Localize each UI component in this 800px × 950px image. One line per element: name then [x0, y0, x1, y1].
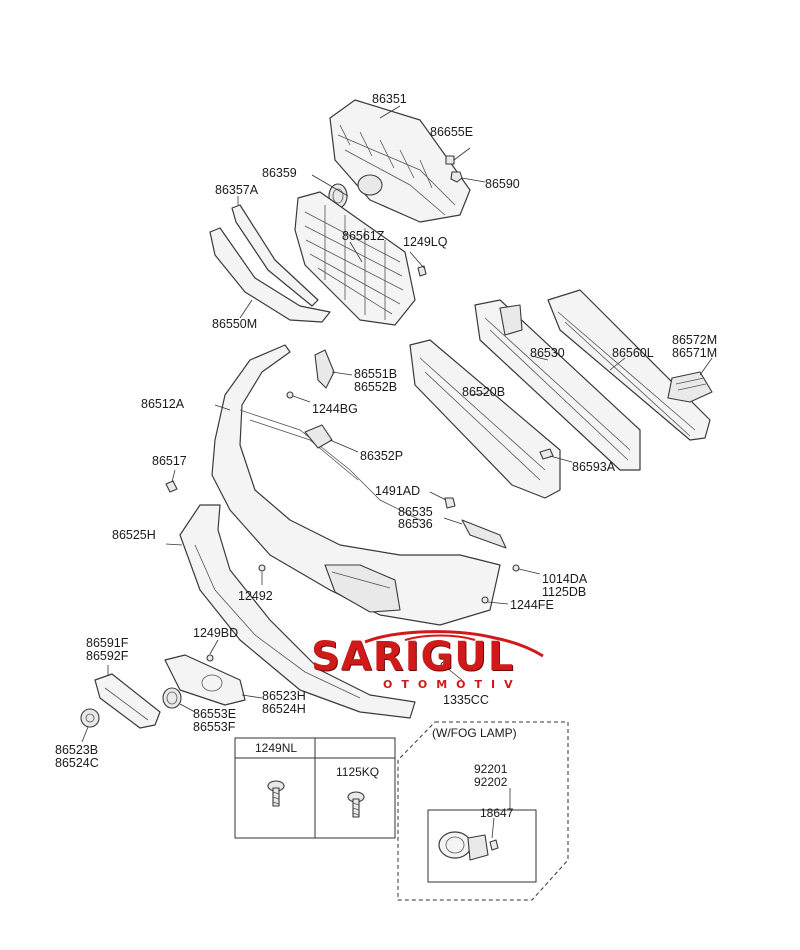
part-label-1014da: 1014DA — [542, 572, 588, 586]
part-label-86520b: 86520B — [462, 385, 506, 399]
part-label-1249lq: 1249LQ — [403, 235, 448, 249]
fog-lamp-cover — [164, 654, 263, 706]
bumper-back-beam — [474, 299, 641, 471]
part-label-86592f: 86592F — [86, 649, 129, 663]
fog-lamp-part-92201: 92201 — [474, 762, 508, 776]
radiator-grille — [294, 191, 427, 326]
part-label-86591f: 86591F — [86, 636, 129, 650]
part-label-86550m: 86550M — [212, 317, 258, 331]
part-label-86523h: 86523H — [262, 689, 306, 703]
fastener-col-1249nl: 1249NL — [255, 741, 298, 755]
upper-grille-housing — [329, 99, 471, 223]
fastener-col-1125kq: 1125KQ — [336, 765, 380, 779]
screw-1125kq-icon — [347, 791, 365, 818]
retainer-parts — [429, 491, 507, 549]
part-label-86572m: 86572M — [672, 333, 718, 347]
grille-clips — [311, 105, 486, 197]
part-label-86536: 86536 — [398, 517, 433, 531]
bumper-lower-lip — [165, 504, 416, 719]
part-label-86551b: 86551B — [354, 367, 398, 381]
watermark-logo: SARIGUL OTOMOTIV — [305, 628, 555, 700]
fog-lamp-box-title: (W/FOG LAMP) — [432, 726, 517, 740]
bolt-1249nl-icon — [267, 780, 285, 807]
part-label-86590: 86590 — [485, 177, 520, 191]
watermark-brand: SARIGUL — [311, 634, 515, 680]
part-label-86535: 86535 — [398, 505, 433, 519]
bumper-support-bracket — [547, 289, 711, 441]
fog-lamp-icon — [438, 817, 499, 861]
part-label-12492: 12492 — [238, 589, 273, 603]
clip-86593a — [539, 448, 573, 463]
part-label-1244fe: 1244FE — [510, 598, 554, 612]
grille-moulding — [209, 196, 331, 323]
part-label-1125db: 1125DB — [542, 585, 587, 599]
part-label-86530: 86530 — [530, 346, 565, 360]
part-label-86351: 86351 — [372, 92, 407, 106]
part-label-86359: 86359 — [262, 166, 297, 180]
part-label-86571m: 86571M — [672, 346, 718, 360]
car-silhouette-icon — [364, 630, 544, 658]
part-label-86552b: 86552B — [354, 380, 398, 394]
part-label-86593a: 86593A — [572, 460, 616, 474]
screws — [206, 391, 541, 681]
energy-absorber — [409, 339, 561, 499]
part-label-86512a: 86512A — [141, 397, 185, 411]
part-label-1335cc: 1335CC — [443, 693, 489, 707]
bracket-86551b — [314, 349, 353, 389]
part-label-86524h: 86524H — [262, 702, 306, 716]
tow-hook-cap — [165, 469, 178, 493]
part-label-86553e: 86553E — [193, 707, 237, 721]
part-label-86524c: 86524C — [55, 756, 99, 770]
fastener-table-frame — [234, 737, 396, 839]
part-label-86517: 86517 — [152, 454, 187, 468]
part-label-86560l: 86560L — [612, 346, 654, 360]
front-bumper-cover — [211, 344, 501, 626]
part-label-86523b: 86523B — [55, 743, 99, 757]
part-label-86357a: 86357A — [215, 183, 259, 197]
fog-lamp-ring — [162, 687, 196, 713]
part-label-86561z: 86561Z — [342, 229, 385, 243]
fog-lamp-plug — [80, 708, 100, 743]
part-label-1491ad: 1491AD — [375, 484, 421, 498]
part-label-86553f: 86553F — [193, 720, 236, 734]
bumper-stay — [667, 357, 713, 403]
fog-lamp-bezel — [94, 665, 161, 729]
part-label-1249bd: 1249BD — [193, 626, 239, 640]
part-label-1244bg: 1244BG — [312, 402, 358, 416]
fog-lamp-part-18647: 18647 — [480, 806, 514, 820]
fog-lamp-part-92202: 92202 — [474, 775, 508, 789]
bracket-86352p — [304, 424, 359, 453]
part-label-86525h: 86525H — [112, 528, 156, 542]
part-label-86352p: 86352P — [360, 449, 404, 463]
watermark-sub: OTOMOTIV — [383, 678, 522, 691]
part-label-86655e: 86655E — [430, 125, 474, 139]
